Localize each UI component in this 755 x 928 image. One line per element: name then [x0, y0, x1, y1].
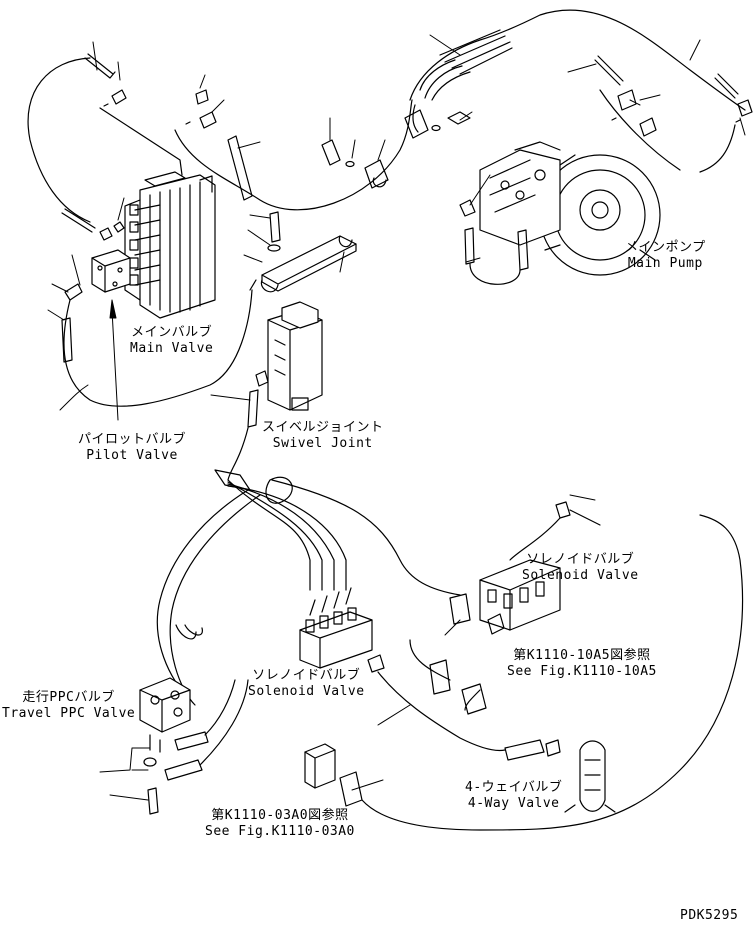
clamp-bracket: [260, 139, 389, 293]
main-valve-drawing: [124, 171, 216, 319]
see-fig-10a5-label-jp: 第K1110-10A5図参照: [513, 648, 651, 663]
travel-ppc-label: 走行PPCバルブ Travel PPC Valve: [2, 690, 135, 722]
main-pump-label: メインポンプ Main Pump: [625, 240, 706, 272]
solenoid-valve-lower-label-en: Solenoid Valve: [248, 684, 365, 699]
connector-block: [304, 514, 744, 831]
travel-ppc-valve-drawing: [139, 677, 249, 815]
solenoid-valve-upper-label: ソレノイドバルブ Solenoid Valve: [522, 552, 639, 584]
swivel-joint-label: スイベルジョイント Swivel Joint: [262, 420, 384, 452]
solenoid-valve-lower-label: ソレノイドバルブ Solenoid Valve: [248, 668, 365, 700]
four-way-valve-label-jp: 4-ウェイバルブ: [465, 780, 563, 795]
travel-ppc-label-en: Travel PPC Valve: [2, 706, 136, 721]
four-way-valve-drawing: [464, 689, 616, 813]
fittings-upper-left: [61, 53, 253, 363]
see-fig-03a0-label: 第K1110-03A0図参照 See Fig.K1110-03A0: [205, 808, 355, 840]
solenoid-valve-upper-label-jp: ソレノイドバルブ: [526, 552, 635, 567]
pilot-valve-label: パイロットバルブ Pilot Valve: [78, 432, 186, 464]
drawing-code: PDK5295: [680, 908, 739, 923]
pilot-valve-label-en: Pilot Valve: [86, 448, 178, 463]
main-valve-label-en: Main Valve: [130, 341, 214, 356]
see-fig-03a0-label-jp: 第K1110-03A0図参照: [211, 808, 349, 823]
fittings-upper-right: [594, 55, 753, 173]
main-valve-label: メインバルブ Main Valve: [130, 325, 213, 357]
see-fig-03a0-label-en: See Fig.K1110-03A0: [205, 824, 355, 839]
main-valve-label-jp: メインバルブ: [131, 325, 213, 340]
swivel-joint-drawing: [247, 301, 323, 428]
pilot-valve-label-jp: パイロットバルブ: [78, 432, 187, 447]
main-pump-label-en: Main Pump: [627, 256, 703, 271]
leader-lines: [47, 34, 746, 801]
main-pump-drawing: [459, 141, 661, 285]
hose-bundle: [156, 427, 461, 706]
hoses-main-valve: [27, 57, 413, 407]
travel-ppc-label-jp: 走行PPCバルブ: [22, 690, 115, 705]
solenoid-valve-lower-drawing: [299, 587, 506, 752]
main-pump-label-jp: メインポンプ: [625, 240, 706, 255]
four-way-valve-label: 4-ウェイバルブ 4-Way Valve: [465, 780, 562, 812]
four-way-valve-label-en: 4-Way Valve: [467, 796, 560, 811]
solenoid-valve-lower-label-jp: ソレノイドバルブ: [252, 668, 361, 683]
swivel-joint-label-jp: スイベルジョイント: [262, 420, 384, 435]
solenoid-valve-upper-drawing: [409, 501, 601, 715]
see-fig-10a5-label-en: See Fig.K1110-10A5: [507, 664, 657, 679]
coiled-hose: [404, 9, 746, 139]
solenoid-valve-upper-label-en: Solenoid Valve: [522, 568, 639, 583]
pilot-valve-drawing: [91, 249, 131, 293]
see-fig-10a5-label: 第K1110-10A5図参照 See Fig.K1110-10A5: [507, 648, 657, 680]
swivel-joint-label-en: Swivel Joint: [272, 436, 373, 451]
